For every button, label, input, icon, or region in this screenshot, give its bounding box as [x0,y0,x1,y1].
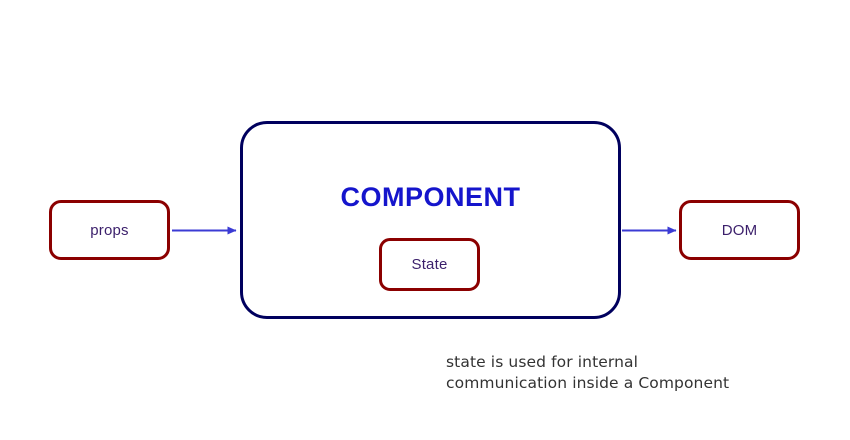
node-props[interactable]: props [49,200,170,260]
component-title-label: COMPONENT [340,182,521,212]
node-state[interactable]: State [379,238,480,291]
diagram-caption: state is used for internal communication… [446,353,730,392]
node-dom[interactable]: DOM [679,200,800,260]
node-dom-label: DOM [721,221,758,239]
node-state-label: State [411,256,448,273]
node-props-label: props [90,221,129,239]
